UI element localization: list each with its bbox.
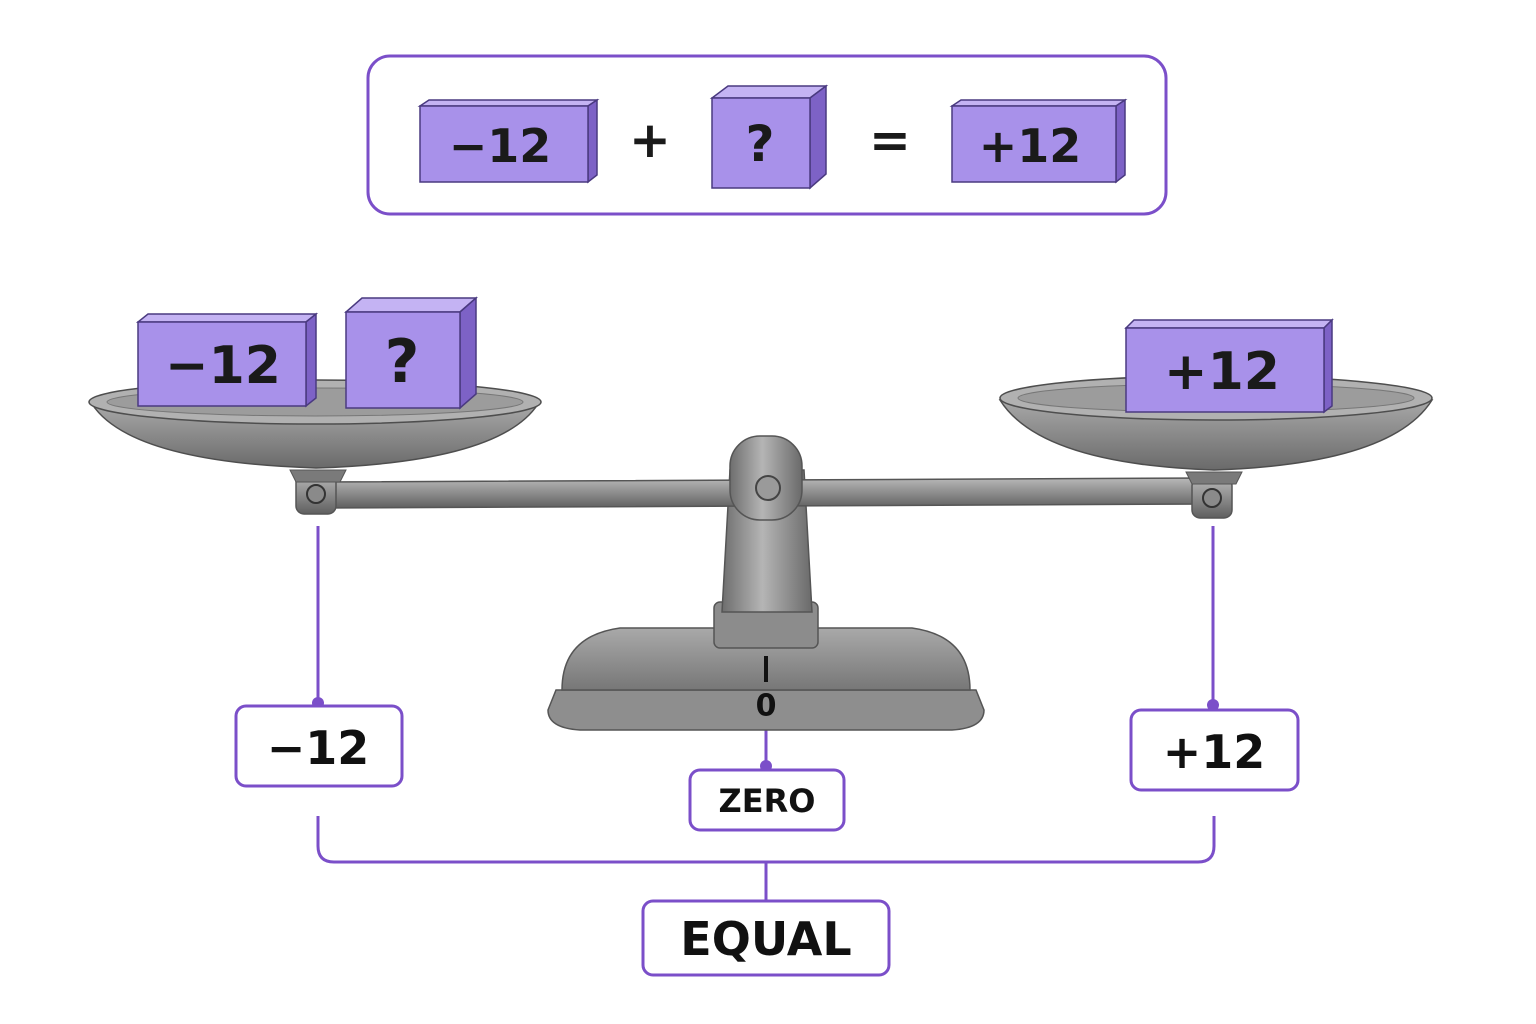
label-zero: ZERO xyxy=(688,768,846,832)
connector-lines xyxy=(316,526,1216,900)
label-equal-text: EQUAL xyxy=(680,912,851,966)
equals-sign: = xyxy=(869,111,911,169)
equation-block-positive-label: +12 xyxy=(979,119,1082,173)
plus-sign: + xyxy=(629,111,671,169)
left-pan-block-negative-label: −12 xyxy=(165,336,281,396)
left-pan-block-negative: −12 xyxy=(135,312,319,408)
label-left-value-text: −12 xyxy=(267,721,370,775)
connector-dots xyxy=(312,697,1219,772)
equation-panel: −12 + ? = +12 xyxy=(366,54,1168,216)
label-right-value-text: +12 xyxy=(1163,725,1266,779)
scale-base: 0 xyxy=(547,601,985,731)
label-right-value: +12 xyxy=(1129,708,1300,792)
right-pan-block-positive: +12 xyxy=(1124,318,1334,414)
left-pan-block-unknown-label: ? xyxy=(385,327,420,397)
right-pan-block-positive-label: +12 xyxy=(1164,342,1280,402)
equation-block-unknown: ? xyxy=(709,84,829,190)
pointer-value: 0 xyxy=(756,689,777,724)
left-pan-block-unknown: ? xyxy=(344,296,478,410)
equation-block-negative: −12 xyxy=(417,98,600,184)
label-equal: EQUAL xyxy=(641,899,891,977)
equation-block-unknown-label: ? xyxy=(745,115,774,173)
label-left-value: −12 xyxy=(234,704,404,788)
pivot-bolt xyxy=(755,475,781,501)
label-zero-text: ZERO xyxy=(719,782,816,820)
equation-block-negative-label: −12 xyxy=(449,119,552,173)
equation-block-positive: +12 xyxy=(949,98,1128,184)
